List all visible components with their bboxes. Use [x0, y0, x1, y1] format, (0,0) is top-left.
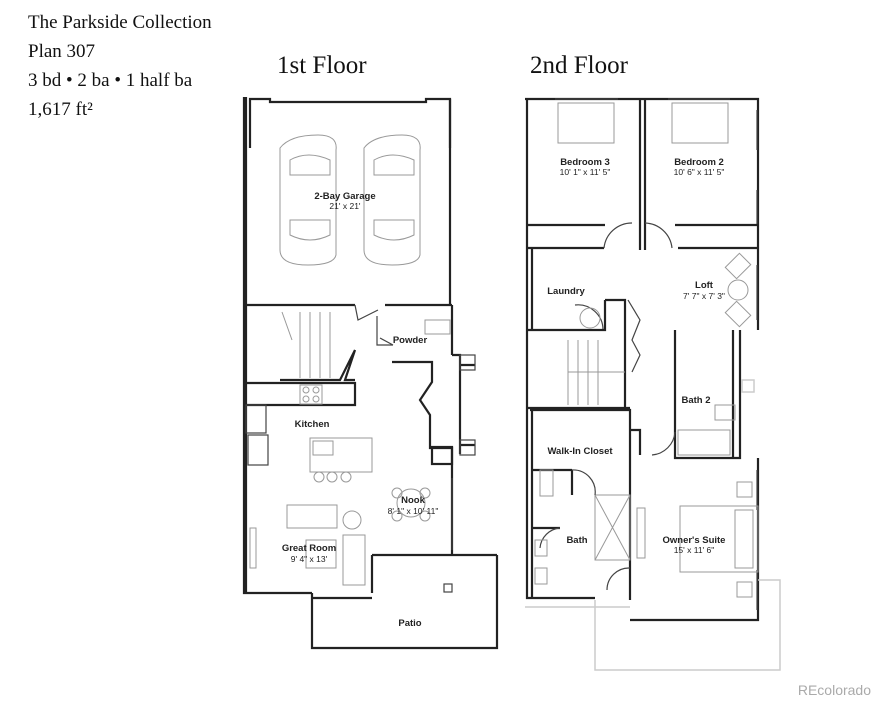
- bath2-label: Bath 2: [681, 395, 710, 406]
- car-icon: [279, 134, 337, 266]
- nook-dimensions: 8' 1" x 10' 11": [388, 506, 439, 516]
- great-room-label: Great Room: [282, 543, 336, 554]
- bath-label: Bath: [566, 535, 587, 546]
- watermark: REcolorado: [797, 682, 871, 698]
- car-icon: [363, 134, 421, 266]
- powder-label: Powder: [393, 335, 428, 346]
- first-floor-plan: 2-Bay Garage 21' x 21' Powder Kitchen No…: [242, 97, 499, 650]
- loft-label: Loft: [695, 280, 714, 291]
- bedroom3-dimensions: 10' 1" x 11' 5": [560, 167, 611, 177]
- loft-dimensions: 7' 7" x 7' 3": [683, 291, 725, 301]
- bedroom2-dimensions: 10' 6" x 11' 5": [674, 167, 725, 177]
- nook-label: Nook: [401, 495, 425, 506]
- kitchen-label: Kitchen: [295, 419, 330, 430]
- bedroom3-label: Bedroom 3: [560, 157, 610, 168]
- collection-name: The Parkside Collection: [28, 12, 212, 33]
- plan-number: Plan 307: [28, 41, 96, 62]
- owners-suite-label: Owner's Suite: [663, 535, 726, 546]
- second-floor-plan: Bedroom 3 10' 1" x 11' 5" Bedroom 2 10' …: [525, 97, 781, 671]
- plan-info: The Parkside Collection Plan 307 3 bd • …: [28, 8, 212, 124]
- second-floor-title: 2nd Floor: [530, 52, 628, 79]
- patio-label: Patio: [398, 618, 421, 629]
- walkin-closet-label: Walk-In Closet: [547, 446, 613, 457]
- square-footage: 1,617 ft²: [28, 99, 93, 120]
- garage-dimensions: 21' x 21': [329, 201, 361, 211]
- first-floor-title: 1st Floor: [277, 52, 367, 79]
- room-summary: 3 bd • 2 ba • 1 half ba: [28, 70, 193, 91]
- garage-label: 2-Bay Garage: [314, 191, 375, 202]
- great-room-dimensions: 9' 4" x 13': [291, 554, 328, 564]
- owners-suite-dimensions: 15' x 11' 6": [674, 545, 715, 555]
- bedroom2-label: Bedroom 2: [674, 157, 724, 168]
- laundry-label: Laundry: [547, 286, 585, 297]
